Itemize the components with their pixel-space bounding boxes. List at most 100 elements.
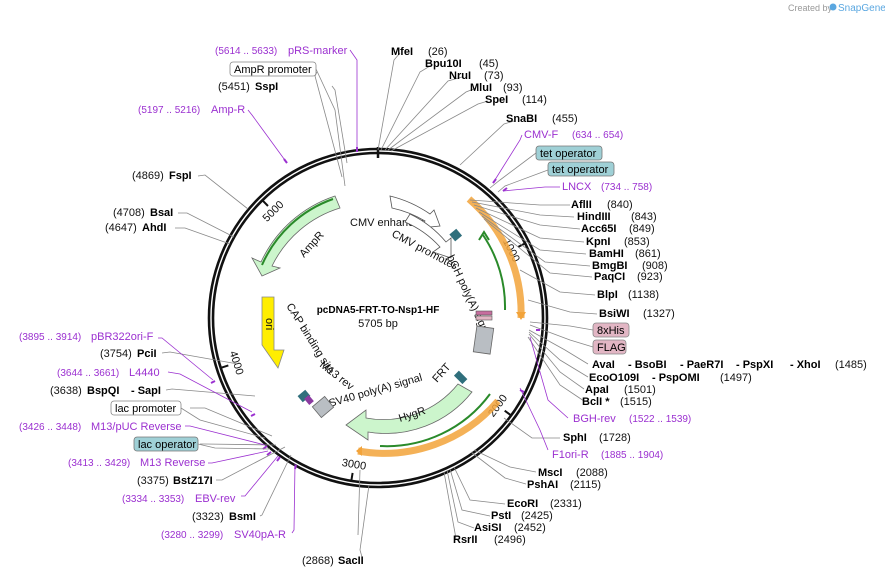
primer-cmv-f: CMV-F	[524, 129, 559, 141]
primer-ebv-range: (3334 .. 3353)	[122, 494, 184, 505]
primer-f1ori-r: F1ori-R	[552, 449, 589, 461]
primer-amp-r: Amp-R	[211, 104, 245, 116]
enzyme-bpu10i-pos: (45)	[479, 58, 499, 70]
plasmid-name: pcDNA5-FRT-TO-Nsp1-HF	[317, 305, 440, 316]
enzyme-bspqi: BspQI	[87, 385, 119, 397]
green-arrow-top	[478, 230, 490, 241]
enzyme-bspqi-pos: (3638)	[50, 385, 82, 397]
scale-tick-4000	[219, 364, 229, 370]
ampr-promoter-box: AmpR promoter	[234, 64, 312, 76]
lac-operator-box: lac operator	[138, 439, 196, 451]
enzyme-bsai: BsaI	[150, 207, 173, 219]
enzyme-bsobi: - BsoBI	[628, 359, 667, 371]
primer-ebv-rev: EBV-rev	[195, 493, 236, 505]
enzyme-fspi-pos: (4869)	[132, 170, 164, 182]
primer-pbr322ori-f: pBR322ori-F	[91, 331, 154, 343]
enzyme-blpi-pos: (1138)	[628, 289, 659, 301]
enzyme-mfei: MfeI	[391, 46, 413, 58]
frt-feature	[453, 370, 468, 385]
enzyme-bsiwi: BsiWI	[599, 308, 630, 320]
feature-box-lines	[180, 68, 594, 450]
enzyme-labels-right: MfeI (26) Bpu10I (45) NruI (73) MluI (93…	[302, 46, 867, 567]
scale-tick-5000	[260, 198, 269, 207]
enzyme-mfei-pos: (26)	[428, 46, 448, 58]
cmv-enhancer-label: CMV enhancer	[350, 217, 424, 229]
enzyme-ecori-pos: (2331)	[550, 498, 582, 510]
enzyme-paer7i: - PaeR7I	[680, 359, 723, 371]
primer-bgh-rev: BGH-rev	[573, 413, 616, 425]
enzyme-bsmi: BsmI	[229, 511, 256, 523]
plasmid-size: 5705 bp	[358, 318, 398, 330]
flag-box-mark	[475, 315, 493, 321]
enzyme-bmgbi: BmgBI	[592, 260, 627, 272]
enzyme-psppomi: - PspOMI	[652, 372, 700, 384]
enzyme-sspi-pos: (5451)	[218, 81, 250, 93]
enzyme-labels-left: (5451) SspI (4869) FspI (4708) BsaI (464…	[50, 81, 278, 523]
enzyme-avai: AvaI	[592, 359, 615, 371]
enzyme-bcli: BclI *	[582, 396, 610, 408]
hygr-feature	[345, 383, 473, 441]
enzyme-avai-pos: (1485)	[835, 359, 867, 371]
ampr-label: AmpR	[297, 229, 326, 260]
enzyme-aflii-pos: (840)	[607, 199, 633, 211]
enzyme-snabi-pos: (455)	[552, 113, 578, 125]
primer-m13puc-range: (3426 .. 3448)	[19, 422, 81, 433]
enzyme-acc65i-pos: (849)	[629, 223, 655, 235]
enzyme-mlui: MluI	[470, 82, 492, 94]
enzyme-msci-pos: (2088)	[576, 467, 608, 479]
primer-leader-lines	[158, 49, 569, 534]
enzyme-bmgbi-pos: (908)	[642, 260, 668, 272]
enzyme-bamhi-pos: (861)	[635, 248, 661, 260]
tet-operator-1: tet operator	[540, 148, 597, 160]
primer-labels: (5614 .. 5633) pRS-marker (5197 .. 5216)…	[19, 45, 691, 541]
flag-tag-box: FLAG	[597, 342, 626, 354]
primer-m13-reverse: M13 Reverse	[140, 457, 205, 469]
ori-label: ori	[263, 318, 275, 330]
primer-prs-marker-range: (5614 .. 5633)	[215, 46, 277, 57]
primer-l4440: L4440	[129, 367, 160, 379]
enzyme-acc65i: Acc65I	[581, 223, 616, 235]
enzyme-spei-pos: (114)	[522, 94, 547, 106]
scale-label-3000: 3000	[341, 457, 367, 473]
enzyme-bstz17i: BstZ17I	[173, 475, 213, 487]
lac-promoter-box: lac promoter	[115, 403, 176, 415]
enzyme-pcii: PciI	[137, 348, 157, 360]
enzyme-fspi: FspI	[169, 170, 192, 182]
primer-m13rev-range: (3413 .. 3429)	[68, 458, 130, 469]
orange-arrowhead-2	[356, 446, 362, 456]
enzyme-psti: PstI	[491, 510, 511, 522]
lac-feature-mark-2	[304, 395, 314, 405]
enzyme-ahdi: AhdI	[142, 222, 166, 234]
enzyme-spei: SpeI	[485, 94, 508, 106]
enzyme-nrui: NruI	[449, 70, 471, 82]
orange-arrowhead	[516, 312, 526, 320]
primer-l4440-range: (3644 .. 3661)	[57, 368, 119, 379]
primer-lncx: LNCX	[562, 181, 592, 193]
primer-pbr322-range: (3895 .. 3914)	[19, 332, 81, 343]
enzyme-kpni: KpnI	[586, 236, 610, 248]
ampr-inner-line	[261, 198, 334, 266]
enzyme-pshai-pos: (2115)	[570, 479, 601, 491]
primer-sv40pa-r: SV40pA-R	[234, 529, 286, 541]
enzyme-asisi-pos: (2452)	[514, 522, 546, 534]
enzyme-hindiii: HindIII	[577, 211, 611, 223]
tet-operator-2: tet operator	[552, 164, 609, 176]
enzyme-sphi: SphI	[563, 432, 587, 444]
enzyme-ahdi-pos: (4647)	[105, 222, 137, 234]
enzyme-apai: ApaI	[585, 384, 609, 396]
enzyme-pcii-pos: (3754)	[100, 348, 132, 360]
enzyme-pspxi: - PspXI	[736, 359, 773, 371]
credit-text: Created by	[788, 3, 833, 13]
frt-label: FRT	[430, 361, 453, 385]
enzyme-pshai: PshAI	[527, 479, 558, 491]
enzyme-blpi: BlpI	[597, 289, 618, 301]
enzyme-sphi-pos: (1728)	[599, 432, 631, 444]
enzyme-xhoi: - XhoI	[790, 359, 821, 371]
enzyme-bstz17i-pos: (3375)	[137, 475, 169, 487]
enzyme-ecoo109i-pos: (1497)	[720, 372, 752, 384]
green-arc-top	[482, 234, 507, 311]
enzyme-sacii-pos: (2868)	[302, 555, 334, 567]
enzyme-msci: MscI	[538, 467, 562, 479]
primer-sv40pa-range: (3280 .. 3299)	[161, 530, 223, 541]
enzyme-bcli-pos: (1515)	[620, 396, 652, 408]
